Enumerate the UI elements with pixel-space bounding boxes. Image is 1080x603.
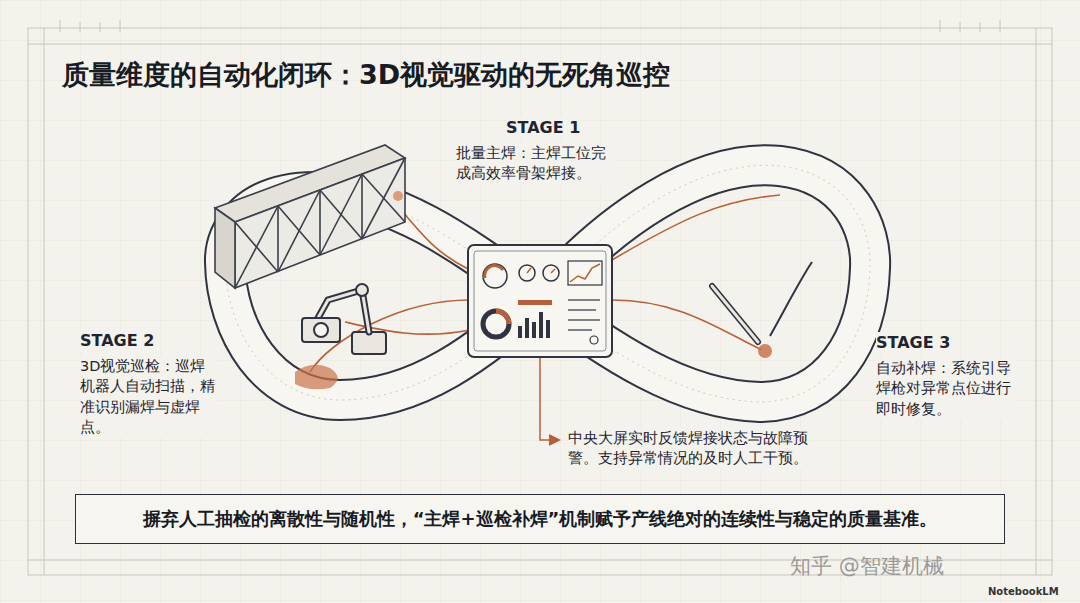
stage-heading: STAGE 2 <box>80 330 154 352</box>
stage-heading: STAGE 1 <box>506 117 580 139</box>
weld-spark <box>393 191 403 201</box>
welding-torch <box>712 262 812 358</box>
inspection-robot <box>302 284 386 354</box>
watermark: 知乎 @智建机械 <box>790 552 944 581</box>
callout-text: 中央大屏实时反馈焊接状态与故障预警。支持异常情况的及时人工干预。 <box>568 428 810 469</box>
ruler-ticks <box>60 20 1000 32</box>
summary-box: 摒弃人工抽检的离散性与随机性，“主焊+巡检补焊”机制赋予产线绝对的连续性与稳定的… <box>75 494 1005 544</box>
box-text: 摒弃人工抽检的离散性与随机性，“主焊+巡检补焊”机制赋予产线绝对的连续性与稳定的… <box>143 507 938 531</box>
stage-text: 批量主焊：主焊工位完成高效率骨架焊接。 <box>456 143 614 184</box>
frame <box>28 28 1052 575</box>
title: 质量维度的自动化闭环：3D视觉驱动的无死角巡控 <box>62 56 670 94</box>
box-content: 摒弃人工抽检的离散性与随机性，“主焊+巡检补焊”机制赋予产线绝对的连续性与稳定的… <box>143 507 938 531</box>
steel-truss <box>215 145 405 288</box>
watermark: NotebookLM <box>988 585 1059 599</box>
stage-text: 3D视觉巡检：巡焊机器人自动扫描，精准识别漏焊与虚焊点。 <box>80 356 218 437</box>
central-dashboard <box>468 245 612 357</box>
weld-defect-mark <box>295 365 338 390</box>
callout-leader <box>540 358 558 440</box>
stage-text: 自动补焊：系统引导焊枪对异常点位进行即时修复。 <box>876 358 1016 419</box>
stage-heading: STAGE 3 <box>876 332 950 354</box>
